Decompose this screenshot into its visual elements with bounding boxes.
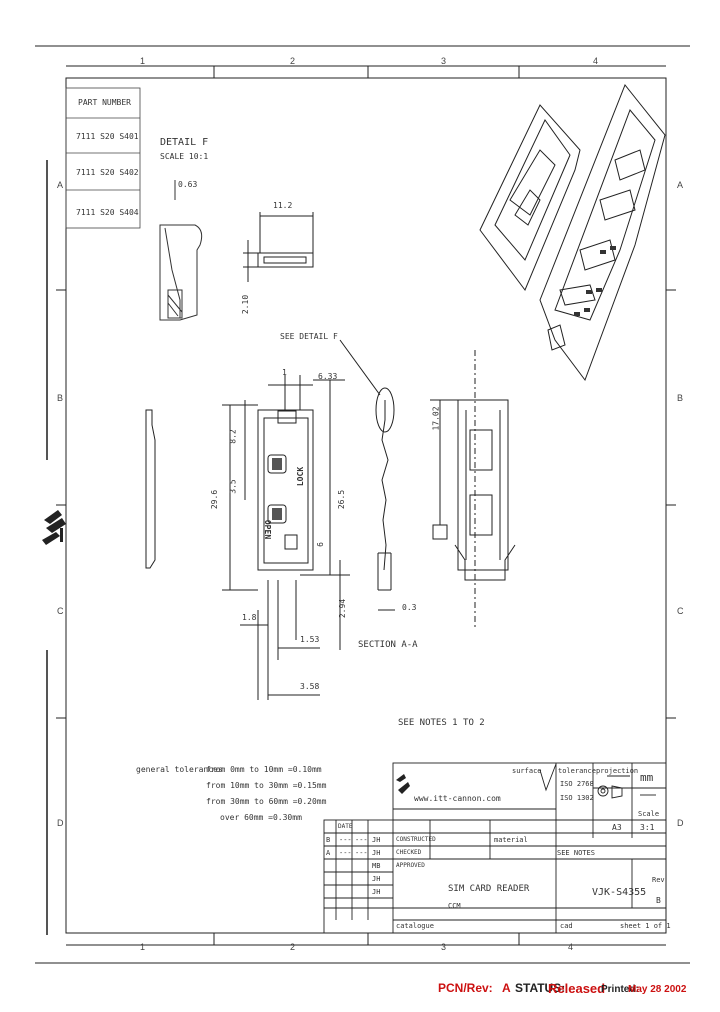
revision-a-date: --- — [355, 849, 368, 857]
surface-label: surface — [512, 767, 542, 775]
status-value: Released — [548, 981, 606, 996]
part-number-3: 7111 S20 S404 — [76, 208, 139, 217]
unit-label: mm — [640, 771, 654, 784]
tolerance-label: tolerance — [558, 767, 596, 775]
rev-label: Rev — [652, 876, 665, 884]
detail-f-title: DETAIL F — [160, 137, 209, 148]
grid-col-3: 3 — [441, 56, 447, 66]
open-label: OPEN — [263, 519, 273, 540]
dim-2: 6.33 — [318, 372, 338, 381]
dim-11: 3.58 — [300, 682, 320, 691]
part-number-1: 7111 S20 S401 — [76, 132, 139, 141]
scale-label: Scale — [638, 810, 660, 818]
material-value: SEE NOTES — [557, 849, 595, 857]
tolerance-line-3: from 30mm to 60mm =0.20mm — [206, 797, 327, 806]
detail-f-scale: SCALE 10:1 — [160, 152, 209, 161]
tolerance-line-2: from 10mm to 30mm =0.15mm — [206, 781, 327, 790]
dim-5: 8.2 — [228, 429, 238, 444]
scale-value: 3:1 — [640, 823, 655, 832]
website-label: www.itt-cannon.com — [414, 794, 501, 803]
revision-b-by: JH — [372, 836, 381, 844]
detail-f-dim: 0.63 — [178, 180, 198, 189]
sheet-label: sheet 1 of 1 — [620, 922, 671, 930]
printed-label: Printed: — [601, 984, 639, 995]
grid-row-c-right: C — [677, 606, 684, 616]
dim-13: 0.3 — [402, 603, 417, 612]
material-label: material — [494, 836, 528, 844]
grid-col-1-bottom: 1 — [140, 942, 146, 952]
dim-12: 17.02 — [431, 406, 441, 431]
grid-row-a-right: A — [677, 180, 684, 190]
dim-top-width: 11.2 — [273, 201, 293, 210]
revision-3-by: MB — [372, 862, 381, 870]
revision-a-letter: A — [326, 849, 331, 857]
dim-side-height: 2.10 — [241, 294, 251, 315]
dim-7: 6 — [315, 542, 325, 547]
tolerance-value-1: ISO 2768 — [560, 780, 594, 788]
constructed-label: CONSTRUCTED — [396, 836, 436, 843]
grid-col-3-bottom: 3 — [441, 942, 447, 952]
printed-value: May 28 2002 — [628, 984, 687, 995]
tolerance-value-2: ISO 1302 — [560, 794, 594, 802]
pcn-label: PCN/Rev: — [438, 981, 493, 995]
approved-label: APPROVED — [396, 862, 425, 869]
pcn-value: A — [502, 981, 511, 995]
catalogue-label: catalogue — [396, 922, 434, 930]
lock-label: LOCK — [296, 466, 306, 487]
tolerance-title: general tolerances — [136, 765, 223, 774]
grid-row-a: A — [57, 180, 64, 190]
grid-col-4-bottom: 4 — [568, 942, 574, 952]
grid-col-4: 4 — [593, 56, 599, 66]
grid-row-d: D — [57, 818, 64, 828]
tolerance-line-1: from 0mm to 10mm =0.10mm — [206, 765, 322, 774]
dim-3: 29.6 — [210, 489, 220, 510]
cad-label: cad — [560, 922, 573, 930]
rev-value: B — [656, 896, 661, 905]
drawing-title: SIM CARD READER — [448, 884, 530, 894]
dim-4: 3.5 — [228, 479, 238, 494]
drawing-number: VJK-S4355 — [592, 887, 647, 898]
dim-6: 26.5 — [337, 489, 347, 510]
part-number-2: 7111 S20 S402 — [76, 168, 139, 177]
format-value: A3 — [612, 823, 622, 832]
revision-b-date: --- — [355, 836, 368, 844]
grid-col-1: 1 — [140, 56, 146, 66]
revision-a-by: JH — [372, 849, 381, 857]
revision-5-by: JH — [372, 888, 381, 896]
section-aa-label: SECTION A-A — [358, 640, 418, 650]
grid-row-c: C — [57, 606, 64, 616]
status-label: STATUS: — [515, 981, 566, 995]
dim-1: 1 — [282, 368, 287, 377]
dim-8: 2.94 — [338, 598, 348, 619]
grid-row-d-right: D — [677, 818, 684, 828]
revision-b-letter: B — [326, 836, 331, 844]
projection-label: projection — [596, 767, 639, 775]
revision-a-desc: --- — [339, 849, 352, 857]
revision-4-by: JH — [372, 875, 381, 883]
see-detail-f-label: SEE DETAIL F — [280, 332, 338, 341]
grid-row-b-right: B — [677, 393, 684, 403]
drawing-subtitle: CCM — [448, 902, 461, 910]
dim-10: 1.53 — [300, 635, 320, 644]
tolerance-line-4: over 60mm =0.30mm — [220, 813, 302, 822]
checked-label: CHECKED — [396, 849, 422, 856]
see-notes-label: SEE NOTES 1 TO 2 — [398, 718, 485, 728]
dim-9: 1.8 — [242, 613, 257, 622]
grid-row-b: B — [57, 393, 64, 403]
date-header: DATE — [338, 823, 353, 830]
grid-col-2: 2 — [290, 56, 296, 66]
revision-b-desc: --- — [339, 836, 352, 844]
part-list-header: PART NUMBER — [78, 98, 131, 107]
grid-col-2-bottom: 2 — [290, 942, 296, 952]
